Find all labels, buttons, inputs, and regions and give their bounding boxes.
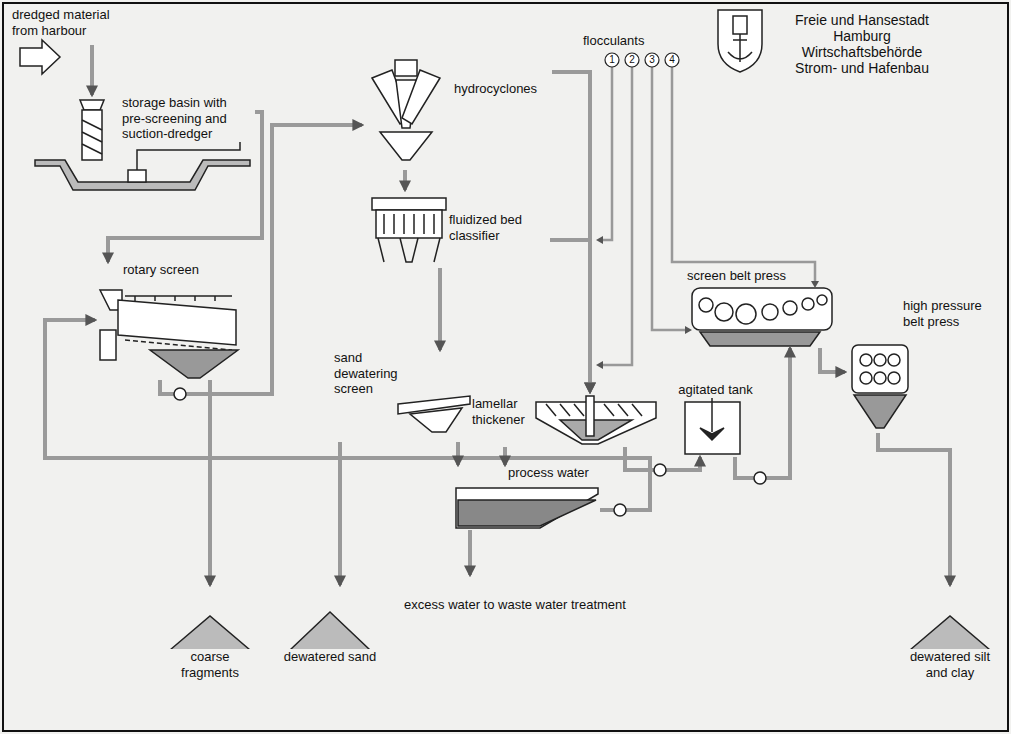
pipe-connector bbox=[820, 348, 845, 372]
callout-number: 3 bbox=[645, 53, 659, 67]
frame bbox=[3, 3, 1008, 731]
node-label: hydrocyclones bbox=[454, 81, 537, 97]
silt-pile bbox=[910, 616, 990, 650]
callout-circle bbox=[605, 53, 679, 67]
output-pile: coarse fragments bbox=[160, 585, 260, 695]
high-pressure-belt-press bbox=[852, 345, 908, 428]
pipe-connector bbox=[456, 442, 460, 465]
node-label: storage basin with pre-screening and suc… bbox=[122, 95, 251, 142]
output-pile: dewatered sand bbox=[280, 585, 380, 695]
pipe-connector bbox=[90, 45, 94, 95]
callout-number: 4 bbox=[665, 53, 679, 67]
sand-pile bbox=[290, 612, 370, 650]
flocculant-label: flocculants bbox=[583, 33, 644, 48]
node-label: lamellar thickener bbox=[472, 396, 534, 427]
authority-title: Freie und Hansestadt Hamburg Wirtschafts… bbox=[782, 12, 942, 76]
process-water: process water bbox=[450, 465, 600, 530]
lamellar-thickener bbox=[536, 396, 656, 444]
process-water-tank bbox=[456, 488, 598, 528]
node-label: fluidized bed classifier bbox=[449, 212, 546, 243]
rotary-screen bbox=[100, 290, 238, 378]
node-label: dredged material from harbour bbox=[12, 7, 134, 38]
screen-belt-press bbox=[692, 288, 832, 346]
sand-dewatering-screen bbox=[398, 396, 470, 432]
node-label: excess water to waste water treatment bbox=[404, 597, 626, 613]
node-label: dewatered silt and clay bbox=[907, 649, 993, 680]
pump-symbol bbox=[174, 106, 766, 516]
node-label: coarse fragments bbox=[162, 649, 258, 680]
output-pile: dewatered silt and clay bbox=[905, 585, 995, 695]
pipe-connector bbox=[503, 447, 507, 465]
node-label: rotary screen bbox=[123, 262, 199, 278]
flocculant-line bbox=[600, 67, 815, 365]
coarse-pile bbox=[170, 616, 250, 650]
node-label: agitated tank bbox=[678, 382, 752, 398]
pipe-connector bbox=[338, 442, 342, 585]
pipe-connector bbox=[735, 348, 790, 478]
pipe-connector bbox=[878, 433, 950, 585]
node-label: high pressure belt press bbox=[903, 298, 991, 329]
agitated-tank: agitated tank bbox=[668, 382, 763, 457]
screen-belt-press: screen belt press bbox=[683, 268, 838, 348]
dewatering-screen: sand dewatering screen bbox=[330, 350, 470, 442]
storage-basin: storage basin with pre-screening and suc… bbox=[30, 95, 255, 190]
classifier: fluidized bed classifier bbox=[365, 190, 550, 268]
node-label: process water bbox=[508, 465, 589, 481]
outlet-arrow: excess water to waste water treatment bbox=[390, 575, 640, 620]
pipe-connector bbox=[438, 268, 442, 350]
pipe-connector bbox=[550, 240, 590, 392]
callout-number: 1 bbox=[605, 53, 619, 67]
node-label: dewatered sand bbox=[284, 649, 377, 665]
rotary-screen: rotary screen bbox=[95, 262, 245, 380]
flocculant-head bbox=[596, 236, 819, 369]
pipe-connector bbox=[208, 380, 212, 585]
pipe-connector bbox=[45, 320, 650, 510]
pipe-connector bbox=[403, 170, 407, 190]
thickener: lamellar thickener bbox=[470, 392, 660, 447]
node-label: sand dewatering screen bbox=[334, 350, 404, 397]
pipe-connector bbox=[160, 125, 362, 394]
input-arrow-label: dredged material from harbour bbox=[8, 5, 138, 45]
pipe-connector bbox=[552, 72, 590, 392]
hydrocyclones: hydrocyclones bbox=[362, 55, 552, 170]
fluidized-bed-classifier bbox=[372, 198, 446, 262]
input-arrow bbox=[20, 40, 60, 74]
agitated-tank bbox=[685, 398, 740, 454]
node-label: screen belt press bbox=[687, 268, 786, 284]
pipe-connector bbox=[468, 530, 472, 575]
belt-press: high pressure belt press bbox=[845, 298, 995, 433]
coat-of-arms bbox=[718, 10, 762, 72]
callout-number: 2 bbox=[625, 53, 639, 67]
hydrocyclones bbox=[372, 60, 440, 160]
